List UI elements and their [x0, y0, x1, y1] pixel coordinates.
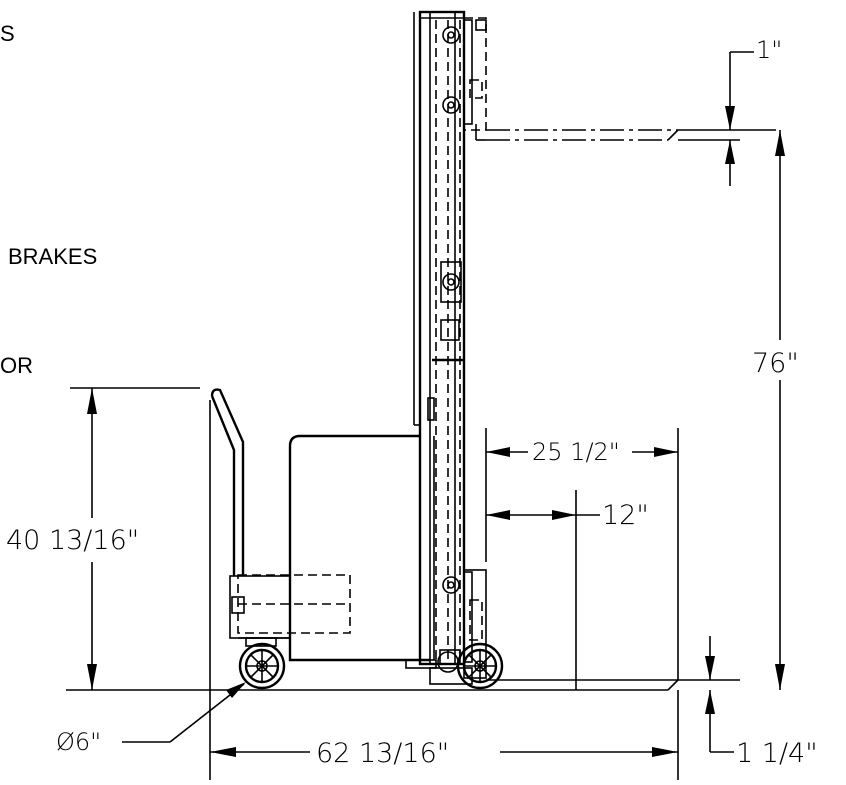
side-note-3: OR [0, 353, 33, 378]
dimension-load-center-inner: 12" [486, 490, 649, 690]
dimension-max-lift-height: 76" [752, 130, 799, 690]
mast-rollers [427, 26, 465, 665]
raised-fork [486, 129, 679, 141]
dimension-handle-height: 40 13/16" [6, 387, 486, 691]
side-note-1: S [0, 21, 15, 46]
label-load-center-outer: 25 1/2" [532, 438, 620, 466]
steer-wheel [238, 642, 286, 690]
label-overall-length: 62 13/16" [316, 738, 449, 769]
label-fork-thickness: 1" [756, 36, 782, 64]
side-note-brakes: BRAKES [8, 244, 98, 269]
dimension-wheel-diameter: Ø6" [56, 682, 246, 756]
dimension-load-center-outer: 25 1/2" [485, 428, 679, 680]
label-handle-height: 40 13/16" [6, 525, 139, 556]
dimension-fork-thickness: 1" [678, 36, 782, 186]
lowered-carriage [463, 569, 487, 679]
dimension-overall-length: 62 13/16" [209, 400, 679, 780]
label-lowered-height: 1 1/4" [736, 738, 818, 769]
battery-housing [237, 434, 437, 669]
label-load-center-inner: 12" [602, 500, 649, 531]
load-wheel [429, 642, 504, 690]
handle [210, 388, 291, 647]
label-max-lift-height: 76" [752, 348, 799, 379]
label-wheel-diameter: Ø6" [56, 728, 101, 756]
dimension-lowered-height: 1 1/4" [678, 636, 818, 769]
raised-carriage [463, 17, 487, 141]
lowered-fork [486, 679, 679, 691]
